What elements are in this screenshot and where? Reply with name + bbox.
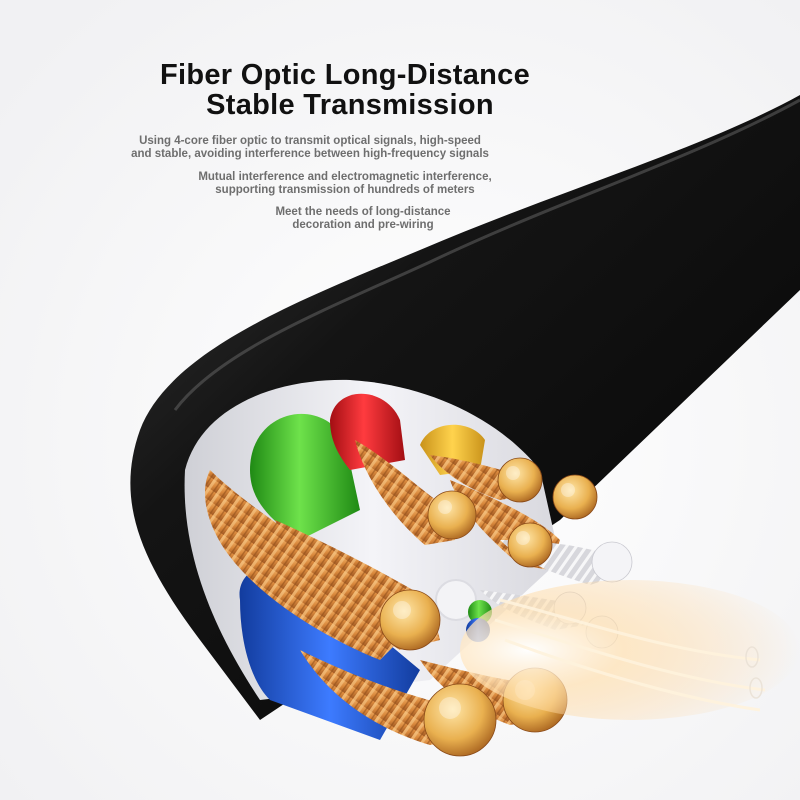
feature-text-1-line-2: and stable, avoiding interference betwee…: [131, 147, 489, 160]
headline-line-2: Stable Transmission: [206, 89, 494, 121]
feature-text-2: Mutual interference and electromagnetic …: [150, 171, 540, 196]
feature-text-3: Meet the needs of long-distance decorati…: [238, 206, 488, 231]
headline: Fiber Optic Long-Distance Stable Transmi…: [0, 60, 690, 120]
headline-line-1: Fiber Optic Long-Distance: [159, 59, 531, 91]
feature-text-2-line-1: Mutual interference and electromagnetic …: [198, 171, 492, 183]
feature-text-2-line-2: supporting transmission of hundreds of m…: [215, 183, 475, 196]
feature-text-1-line-1: Using 4-core fiber optic to transmit opt…: [139, 135, 481, 147]
feature-text-1: Using 4-core fiber optic to transmit opt…: [80, 135, 540, 160]
feature-text-3-line-2: decoration and pre-wiring: [292, 218, 434, 231]
feature-text-3-line-1: Meet the needs of long-distance: [275, 206, 451, 218]
